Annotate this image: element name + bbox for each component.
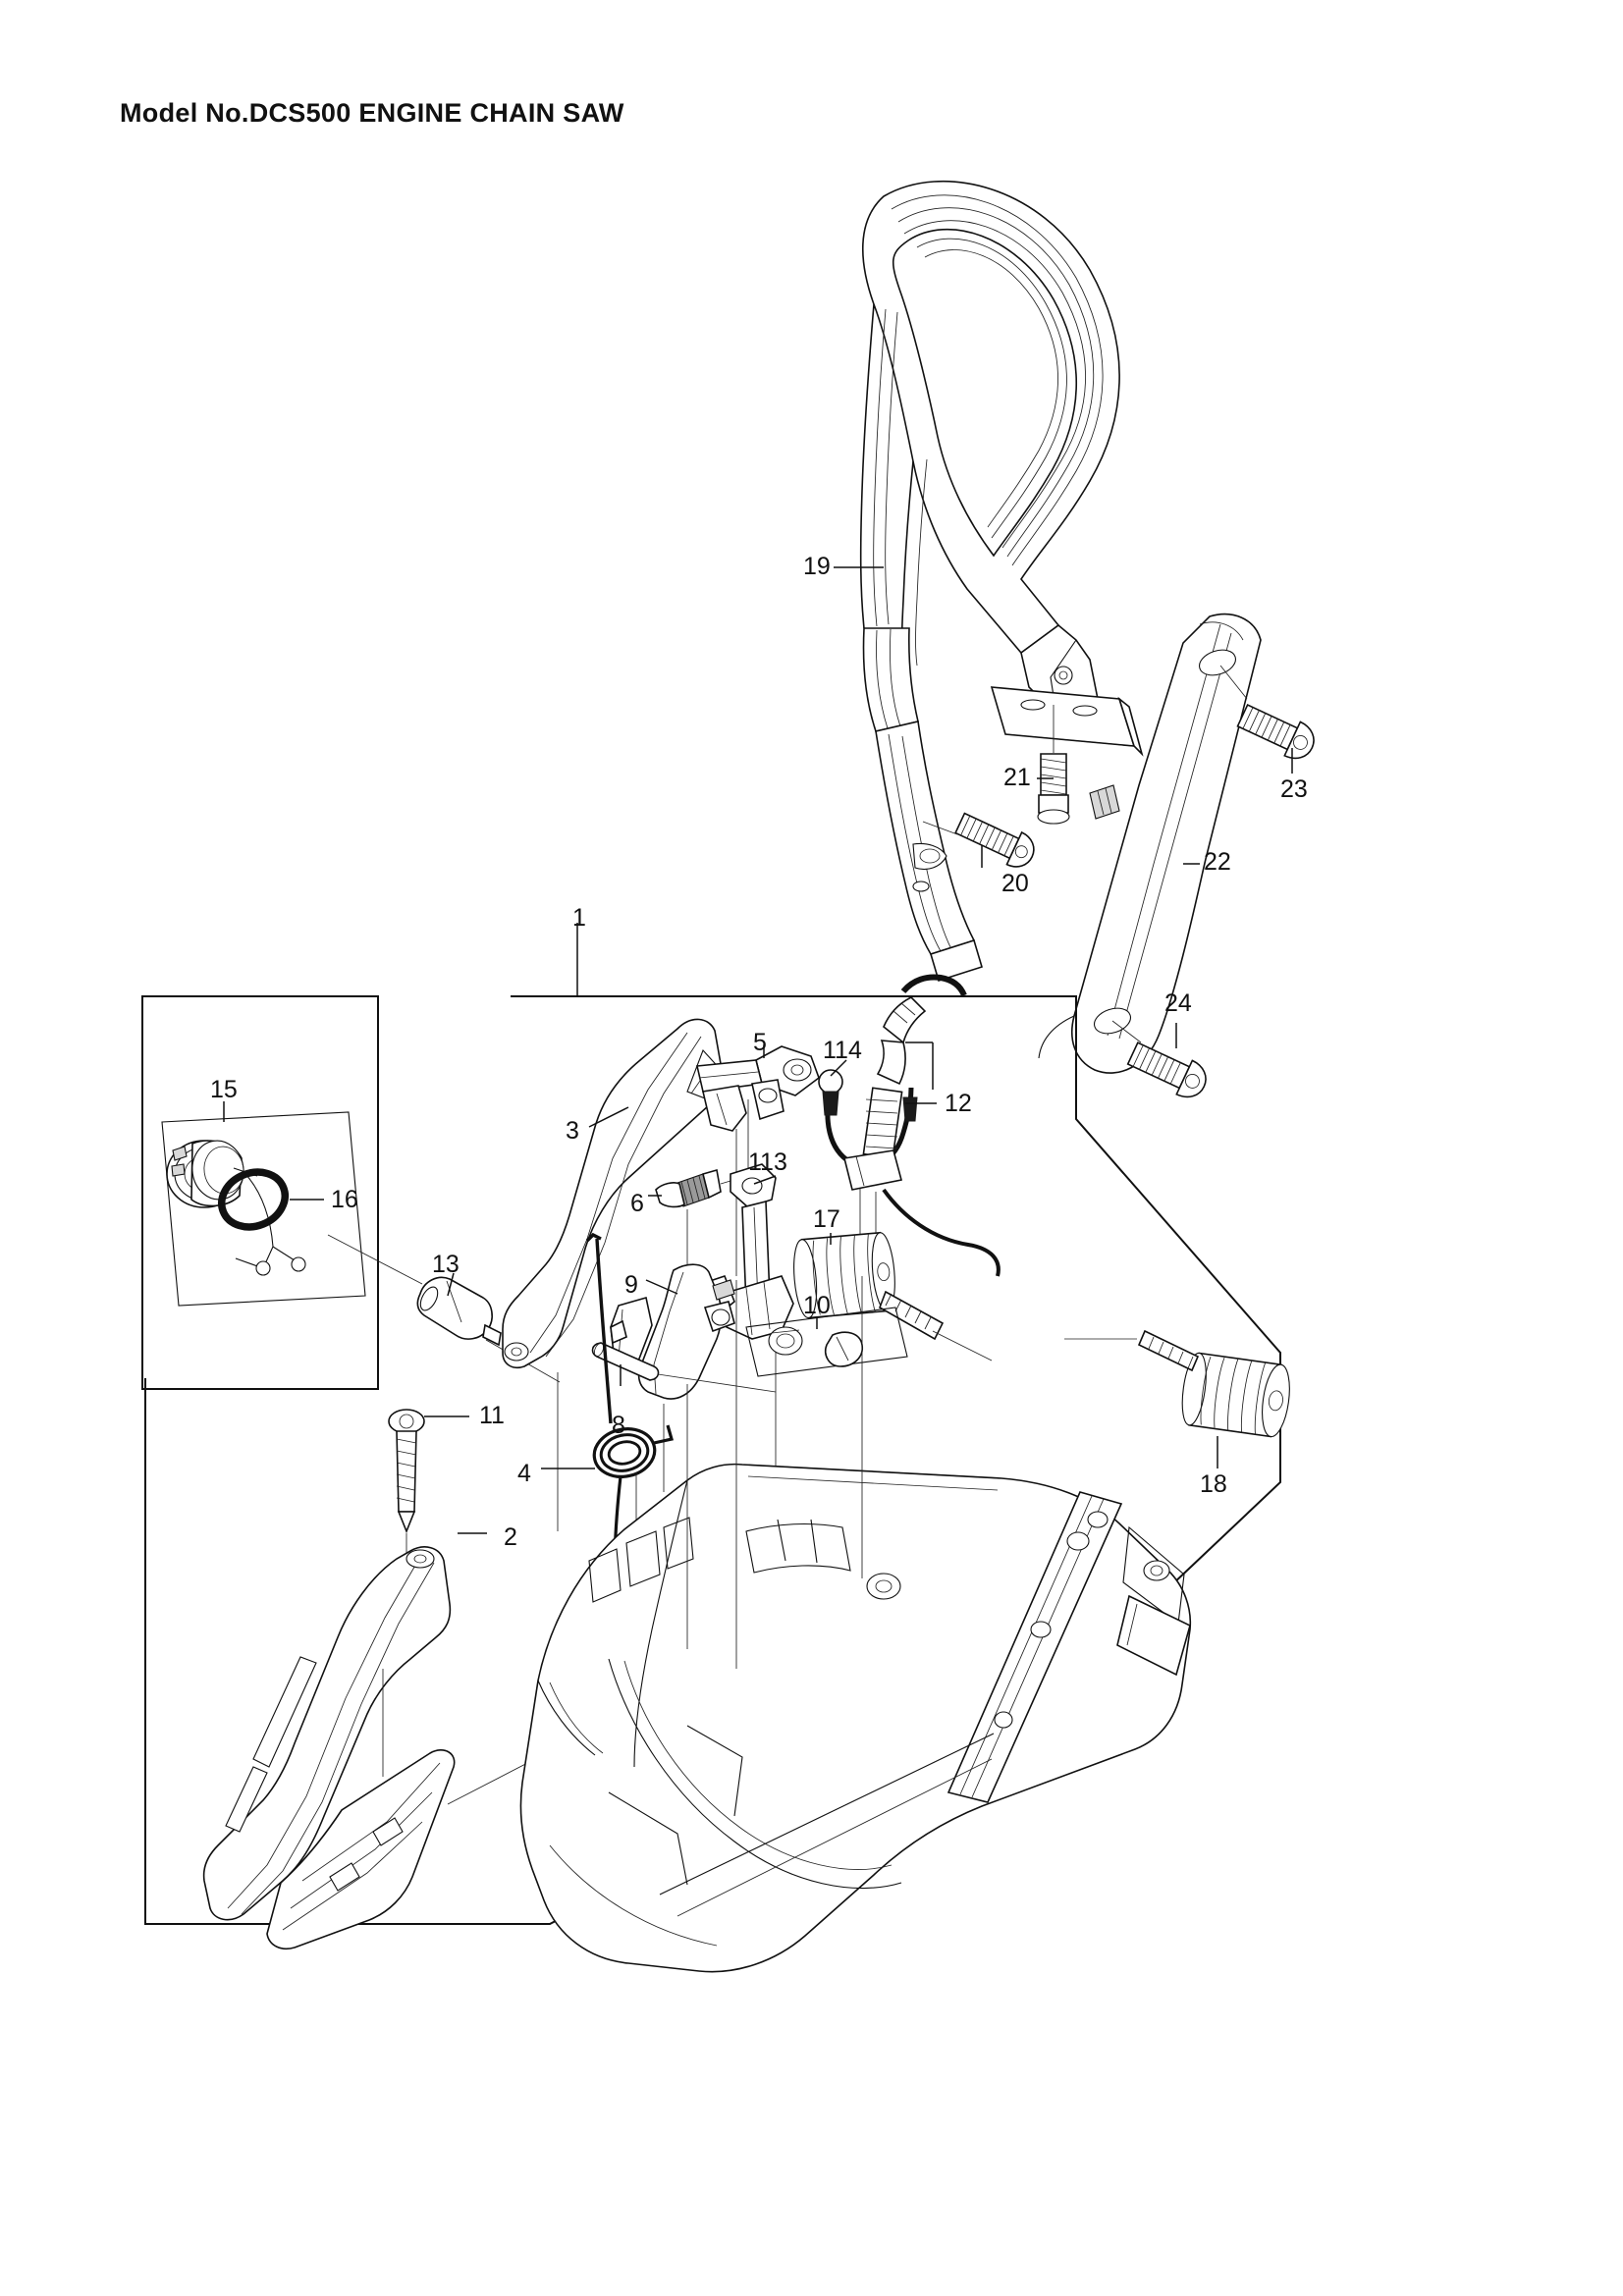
inset-box-fuel-cap (141, 995, 423, 1390)
part-2-rear-handle-cover (202, 1532, 676, 1949)
callout-24: 24 (1164, 989, 1192, 1017)
part-18-rear-damper-spring (1064, 1329, 1290, 1468)
part-17-front-damper-spring (793, 1231, 993, 1362)
part-23-torx-screw (1219, 665, 1315, 774)
callout-17: 17 (813, 1205, 840, 1233)
callout-15: 15 (210, 1076, 238, 1103)
part-114-switch-lead (818, 1059, 918, 1276)
callout-21: 21 (1003, 764, 1031, 791)
main-chassis-housing (519, 1276, 1192, 1973)
callout-5: 5 (753, 1029, 767, 1056)
part-21-tapping-screw (1037, 705, 1070, 825)
part-5-throttle-lockout (696, 1044, 820, 1276)
callout-18: 18 (1200, 1470, 1227, 1498)
part-9-throttle-lever (610, 1263, 735, 1492)
callout-4: 4 (517, 1460, 531, 1487)
part-12-fuel-hose (843, 974, 1001, 1277)
callout-19: 19 (803, 553, 831, 580)
callout-22: 22 (1204, 848, 1231, 876)
part-19-handle-bar (834, 180, 1144, 983)
callout-10: 10 (803, 1292, 831, 1319)
callout-9: 9 (624, 1271, 638, 1299)
callout-3: 3 (566, 1117, 579, 1145)
part-16-o-ring (218, 1168, 289, 1231)
callout-8: 8 (612, 1412, 625, 1439)
callout-13: 13 (432, 1251, 460, 1278)
callout-6: 6 (630, 1190, 644, 1217)
callout-11: 11 (479, 1402, 505, 1429)
part-11-tapping-screw (388, 1409, 469, 1561)
callout-16: 16 (331, 1186, 358, 1213)
callout-1: 1 (572, 904, 586, 932)
callout-114: 114 (823, 1037, 862, 1064)
part-13-fuel-filter (416, 1272, 561, 1383)
part-3-handle-cover (502, 1018, 725, 1531)
part-24-torx-screw (1111, 1020, 1207, 1098)
callout-23: 23 (1280, 775, 1308, 803)
callout-113: 113 (748, 1148, 787, 1176)
part-20-torx-screw (922, 812, 1035, 868)
callout-12: 12 (945, 1090, 972, 1117)
part-4-torsion-spring (541, 1232, 675, 1600)
callout-20: 20 (1001, 870, 1029, 897)
part-8-pin (591, 1342, 777, 1393)
inset-box-grommet (745, 1307, 908, 1377)
page-title: Model No.DCS500 ENGINE CHAIN SAW (120, 98, 624, 128)
callout-2: 2 (504, 1523, 517, 1551)
